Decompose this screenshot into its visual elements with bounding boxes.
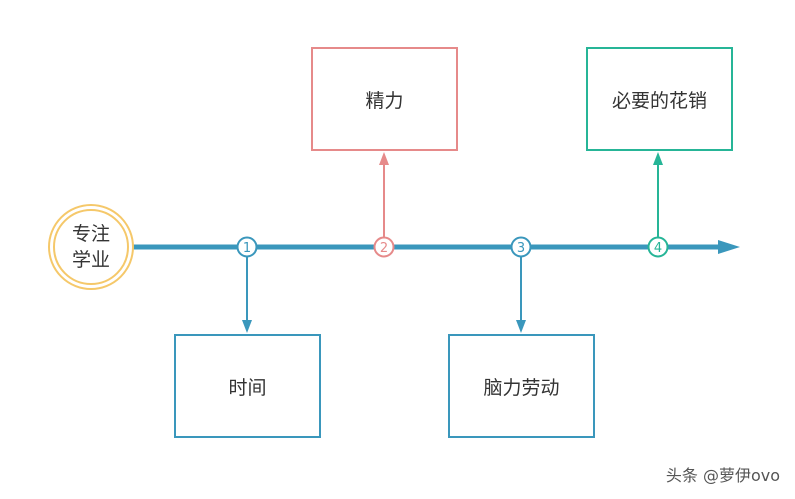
arrowhead-4 xyxy=(653,152,663,165)
box-3 xyxy=(448,334,595,438)
watermark: 头条 @萝伊ovo xyxy=(665,466,780,485)
box-label-4: 必要的花销 xyxy=(611,89,707,112)
start-node-inner-ring xyxy=(53,209,129,285)
box-label-3: 脑力劳动 xyxy=(483,376,560,399)
box-2 xyxy=(311,47,458,151)
node-number-4: 4 xyxy=(654,241,662,256)
node-4 xyxy=(647,236,669,258)
arrowhead-3 xyxy=(516,320,526,333)
start-node-outer-ring xyxy=(48,204,134,290)
arrowhead-1 xyxy=(242,320,252,333)
start-node-label: 专注 学业 xyxy=(54,221,128,273)
box-1 xyxy=(174,334,321,438)
start-node-line-1: 专注 xyxy=(71,223,110,245)
timeline-arrowhead xyxy=(718,240,740,254)
box-label-2: 精力 xyxy=(365,89,404,112)
node-2 xyxy=(373,236,395,258)
node-number-1: 1 xyxy=(243,241,251,256)
node-1 xyxy=(236,236,258,258)
arrowhead-2 xyxy=(379,152,389,165)
node-3 xyxy=(510,236,532,258)
node-number-2: 2 xyxy=(380,241,388,256)
node-number-3: 3 xyxy=(517,241,525,256)
start-node-line-2: 学业 xyxy=(71,249,110,271)
box-4 xyxy=(586,47,733,151)
box-label-1: 时间 xyxy=(228,376,267,399)
